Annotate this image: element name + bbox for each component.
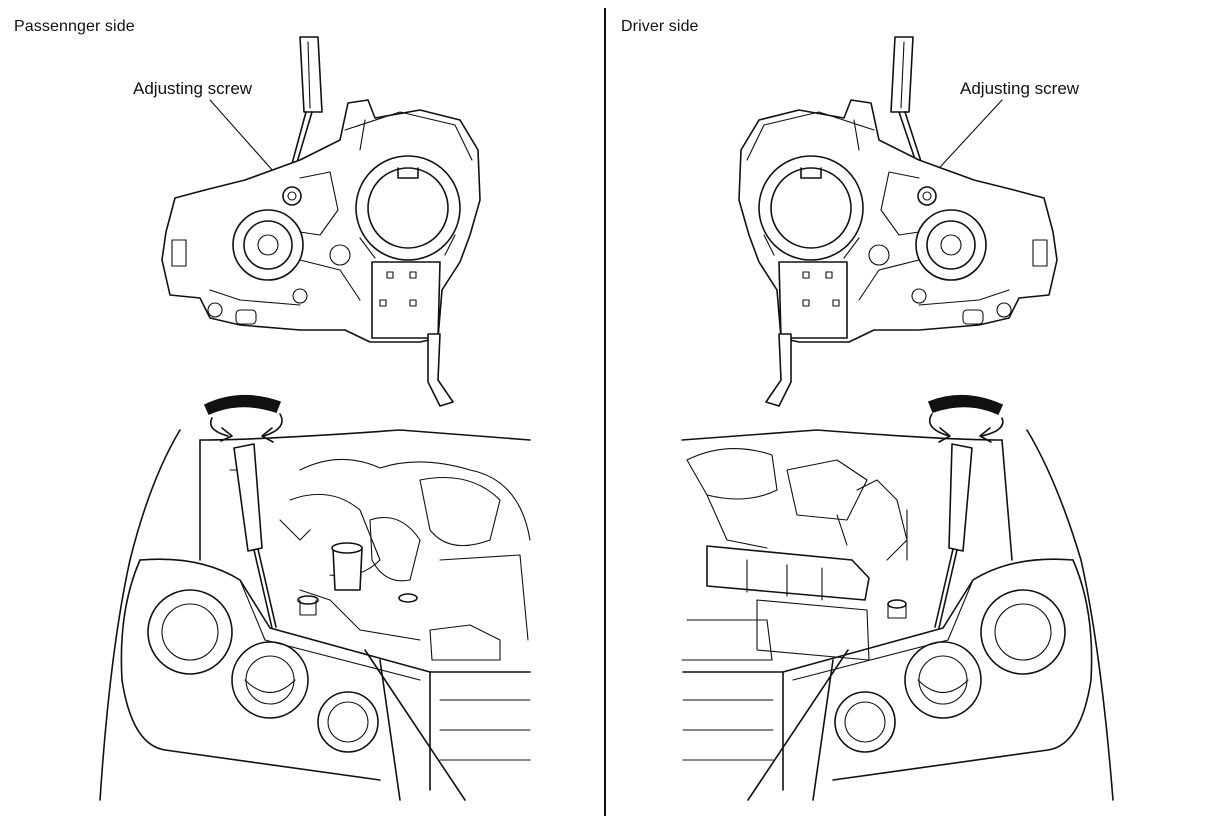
- headlamp-unit-rear-view: [739, 100, 1057, 406]
- headlamp-unit-rear-view: [162, 100, 480, 406]
- passenger-side-label: Passennger side: [14, 18, 135, 35]
- rotate-direction-icon: [205, 396, 282, 442]
- vehicle-front-engine-bay: [682, 430, 1113, 800]
- passenger-headlamp-illustration: [0, 0, 604, 824]
- panel-divider: [604, 8, 606, 816]
- callout-leader-line: [930, 100, 1002, 178]
- driver-side-label: Driver side: [621, 18, 699, 35]
- vehicle-front-engine-bay: [100, 430, 530, 800]
- driver-adjusting-screw-callout: Adjusting screw: [960, 79, 1080, 98]
- passenger-side-panel: Passennger side Adjusting screw: [0, 0, 604, 824]
- driver-side-panel: Driver side Adjusting screw: [607, 0, 1216, 824]
- passenger-adjusting-screw-callout: Adjusting screw: [133, 79, 253, 98]
- rotate-direction-icon: [929, 396, 1003, 442]
- driver-headlamp-illustration: [607, 0, 1216, 824]
